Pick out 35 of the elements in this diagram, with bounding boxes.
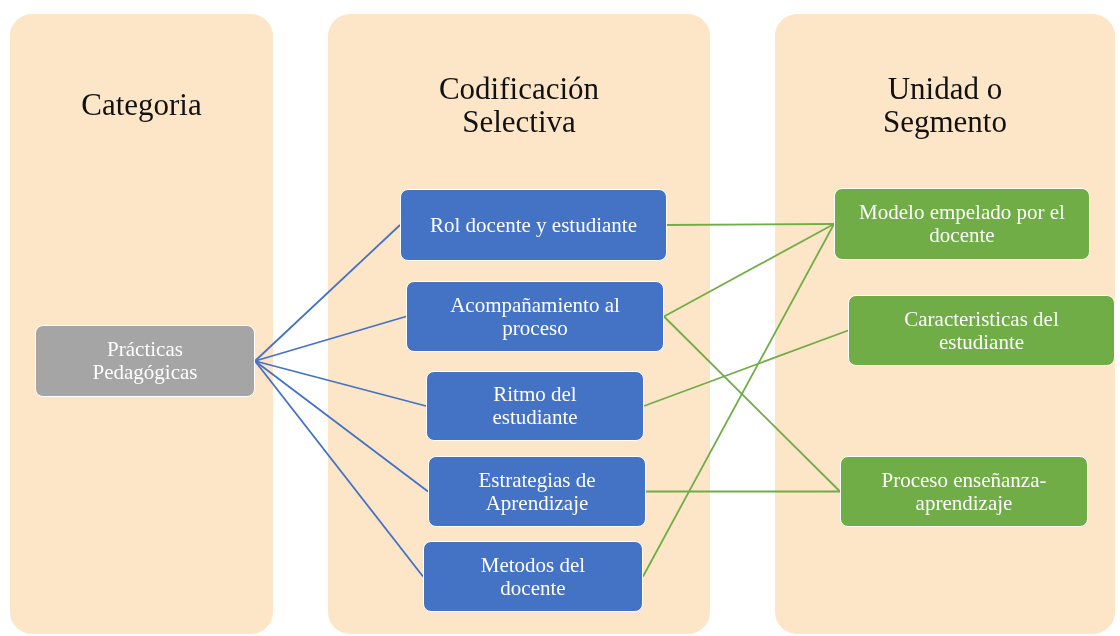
connector-line xyxy=(663,315,841,493)
box-label: Acompañamiento al proceso xyxy=(449,293,621,340)
box-label: Caracteristicas del estudiante xyxy=(903,307,1060,354)
box-label: Rol docente y estudiante xyxy=(430,213,637,237)
box-label: Estrategias de Aprendizaje xyxy=(477,468,597,515)
code-box xyxy=(406,281,664,352)
column-panel xyxy=(10,14,273,634)
code-box xyxy=(400,189,667,261)
code-box xyxy=(426,371,644,441)
box-label: Ritmo del estudiante xyxy=(491,383,579,429)
connector-line xyxy=(666,223,835,226)
connector-line xyxy=(254,360,424,578)
column-panel xyxy=(775,14,1115,634)
box-label: Prácticas Pedagógicas xyxy=(91,338,199,384)
category-box xyxy=(35,325,255,397)
segment-box xyxy=(834,188,1090,260)
connector-line xyxy=(642,223,835,578)
connector-line xyxy=(254,360,427,407)
connector-line xyxy=(254,315,407,362)
box-label: Metodos del docente xyxy=(479,553,587,600)
column-panel xyxy=(328,14,710,634)
connector-line xyxy=(643,329,849,407)
connector-line xyxy=(663,223,835,318)
connector-line xyxy=(645,490,841,493)
connector-line xyxy=(254,224,401,362)
connector-line xyxy=(254,360,429,493)
code-box xyxy=(423,541,643,612)
segment-box xyxy=(848,295,1115,366)
column-heading: Unidad o Segmento xyxy=(882,72,1008,138)
segment-box xyxy=(840,456,1088,527)
box-label: Modelo empelado por el docente xyxy=(858,201,1066,247)
box-label: Proceso enseñanza-aprendizaje xyxy=(880,468,1048,515)
column-heading: Categoria xyxy=(80,88,203,121)
code-box xyxy=(428,456,646,527)
column-heading: Codificación Selectiva xyxy=(437,72,601,138)
